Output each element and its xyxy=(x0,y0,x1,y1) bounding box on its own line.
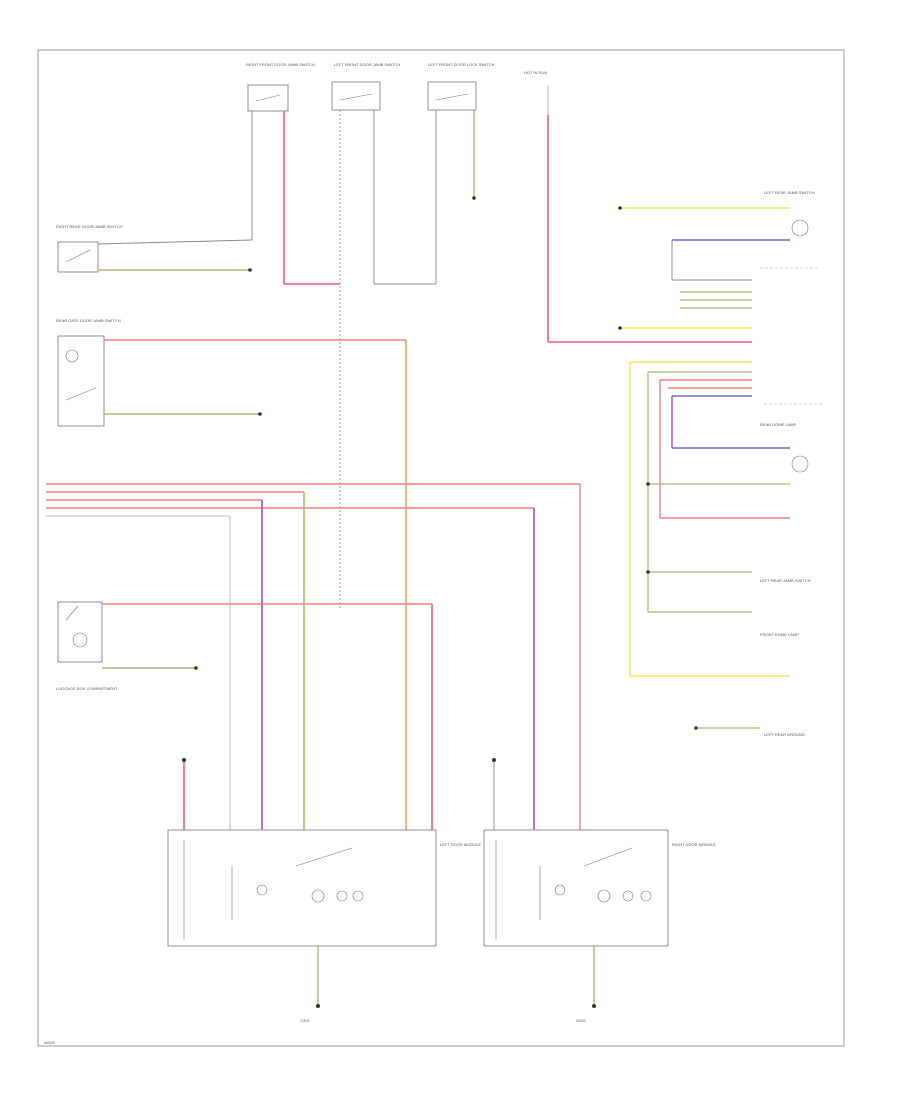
rr-door-switch: RIGHT REAR DOOR JAMB SWITCH xyxy=(56,224,122,273)
rh-dome-label: FRONT DOME LAMP xyxy=(760,632,799,637)
hot-in-run-fuse: HOT IN RUN xyxy=(524,70,549,115)
right-door-module: RIGHT DOOR MODULE xyxy=(483,829,716,947)
hot-in-run-label: HOT IN RUN xyxy=(524,70,547,75)
rf-door-switch: RIGHT FRONT DOOR JAMB SWITCH xyxy=(246,62,315,112)
ground-1-label: G301 xyxy=(300,1018,311,1023)
rear-gate-switch-label: REAR GATE DOOR JAMB SWITCH xyxy=(56,318,121,323)
ground-2-label: G302 xyxy=(576,1018,587,1023)
left-door-module: LEFT DOOR MODULE xyxy=(167,829,481,947)
rear-gate-switch: REAR GATE DOOR JAMB SWITCH xyxy=(56,318,121,427)
rh-module-label: RIGHT DOOR MODULE xyxy=(672,842,716,847)
lf-door-switch: LEFT FRONT DOOR JAMB SWITCH xyxy=(331,62,400,111)
lf-door-switch-label: LEFT FRONT DOOR JAMB SWITCH xyxy=(334,62,400,67)
lh-module-label: LEFT DOOR MODULE xyxy=(440,842,481,847)
rh-jamb-label: LEFT REAR JAMB SWITCH xyxy=(760,578,811,583)
lr-ground-label: LEFT REAR GROUND xyxy=(764,732,805,737)
rf-door-switch-label: RIGHT FRONT DOOR JAMB SWITCH xyxy=(246,62,315,67)
glove-box-label: LUGGAGE BOX COMPARTMENT xyxy=(56,686,118,691)
figure-ref: W0000 xyxy=(44,1041,55,1045)
lr-jamb-switch: LEFT REAR JAMB SWITCH xyxy=(764,190,815,237)
glove-box-lamp: LUGGAGE BOX COMPARTMENT xyxy=(56,601,118,691)
rear-dome-lamp: REAR DOME LAMP xyxy=(760,422,809,473)
lr-jamb-label: LEFT REAR JAMB SWITCH xyxy=(764,190,815,195)
lf-lock-switch: LEFT FRONT DOOR LOCK SWITCH xyxy=(427,62,495,111)
rear-lamp-label: REAR DOME LAMP xyxy=(760,422,797,427)
diagram-frame xyxy=(37,49,845,1047)
lf-lock-switch-label: LEFT FRONT DOOR LOCK SWITCH xyxy=(428,62,495,67)
rr-door-switch-label: RIGHT REAR DOOR JAMB SWITCH xyxy=(56,224,122,229)
